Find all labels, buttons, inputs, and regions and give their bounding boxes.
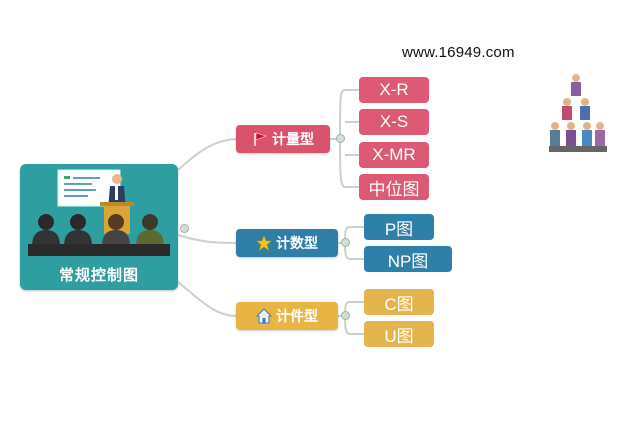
leaf-u-chart[interactable]: U图 <box>364 321 434 347</box>
leaf-x-mr[interactable]: X-MR <box>359 142 429 168</box>
connector-node-branch1 <box>336 134 345 143</box>
leaf-median-chart[interactable]: 中位图 <box>359 174 429 200</box>
root-node: 常规控制图 <box>20 164 178 290</box>
branch-label: 计量型 <box>272 132 314 148</box>
connector-node-branch2 <box>341 238 350 247</box>
branch-defect[interactable]: 计件型 <box>236 302 338 330</box>
connector-node-branch3 <box>341 311 350 320</box>
connector-root-branch3 <box>177 281 237 317</box>
leaf-x-r[interactable]: X-R <box>359 77 429 103</box>
branch-count[interactable]: 计数型 <box>236 229 338 257</box>
branch-label: 计数型 <box>276 236 318 252</box>
root-label: 常规控制图 <box>58 266 139 284</box>
watermark-url: www.16949.com <box>402 44 515 61</box>
bottom-margin <box>0 378 640 426</box>
house-icon <box>256 308 272 324</box>
red-flag-icon <box>254 132 267 146</box>
top-margin <box>0 0 640 40</box>
leaf-np-chart[interactable]: NP图 <box>364 246 452 272</box>
connector-root-branch2 <box>177 234 237 244</box>
branch-label: 计件型 <box>276 309 318 325</box>
star-icon <box>256 235 272 251</box>
leaf-c-chart[interactable]: C图 <box>364 289 434 315</box>
branch-measurement[interactable]: 计量型 <box>236 125 330 153</box>
leaf-p-chart[interactable]: P图 <box>364 214 434 240</box>
connector-node-root <box>180 224 189 233</box>
presentation-illustration <box>28 169 170 256</box>
leaf-x-s[interactable]: X-S <box>359 109 429 135</box>
human-pyramid-illustration <box>549 74 607 152</box>
connector-root-branch1 <box>177 138 237 171</box>
